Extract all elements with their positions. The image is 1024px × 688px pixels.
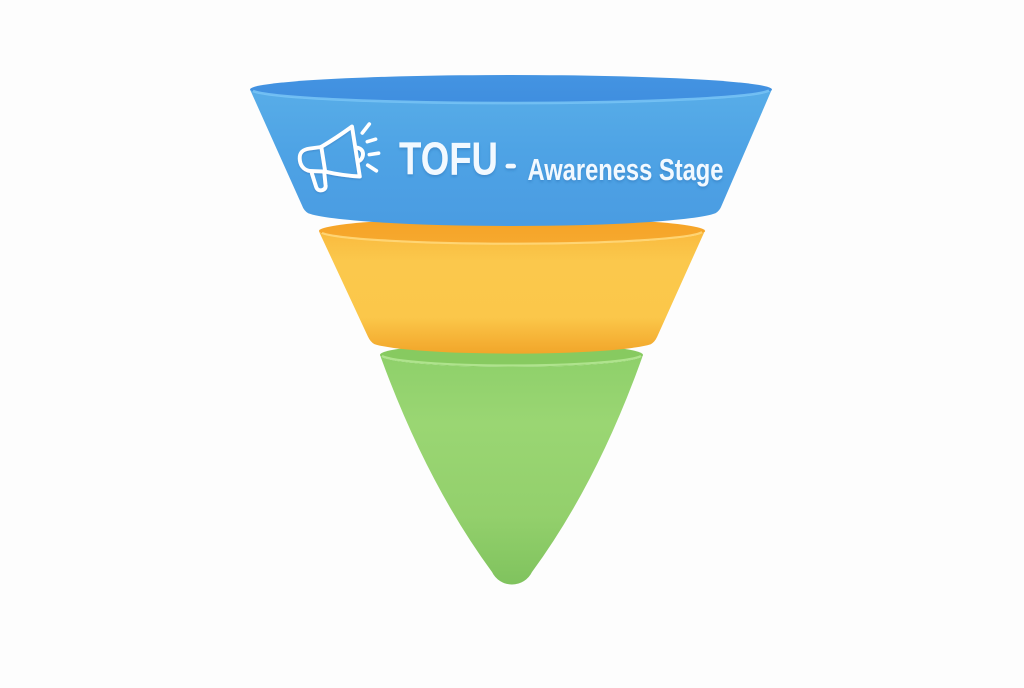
svg-text:Awareness Stage: Awareness Stage <box>528 152 724 187</box>
svg-text:TOFU: TOFU <box>399 133 498 185</box>
